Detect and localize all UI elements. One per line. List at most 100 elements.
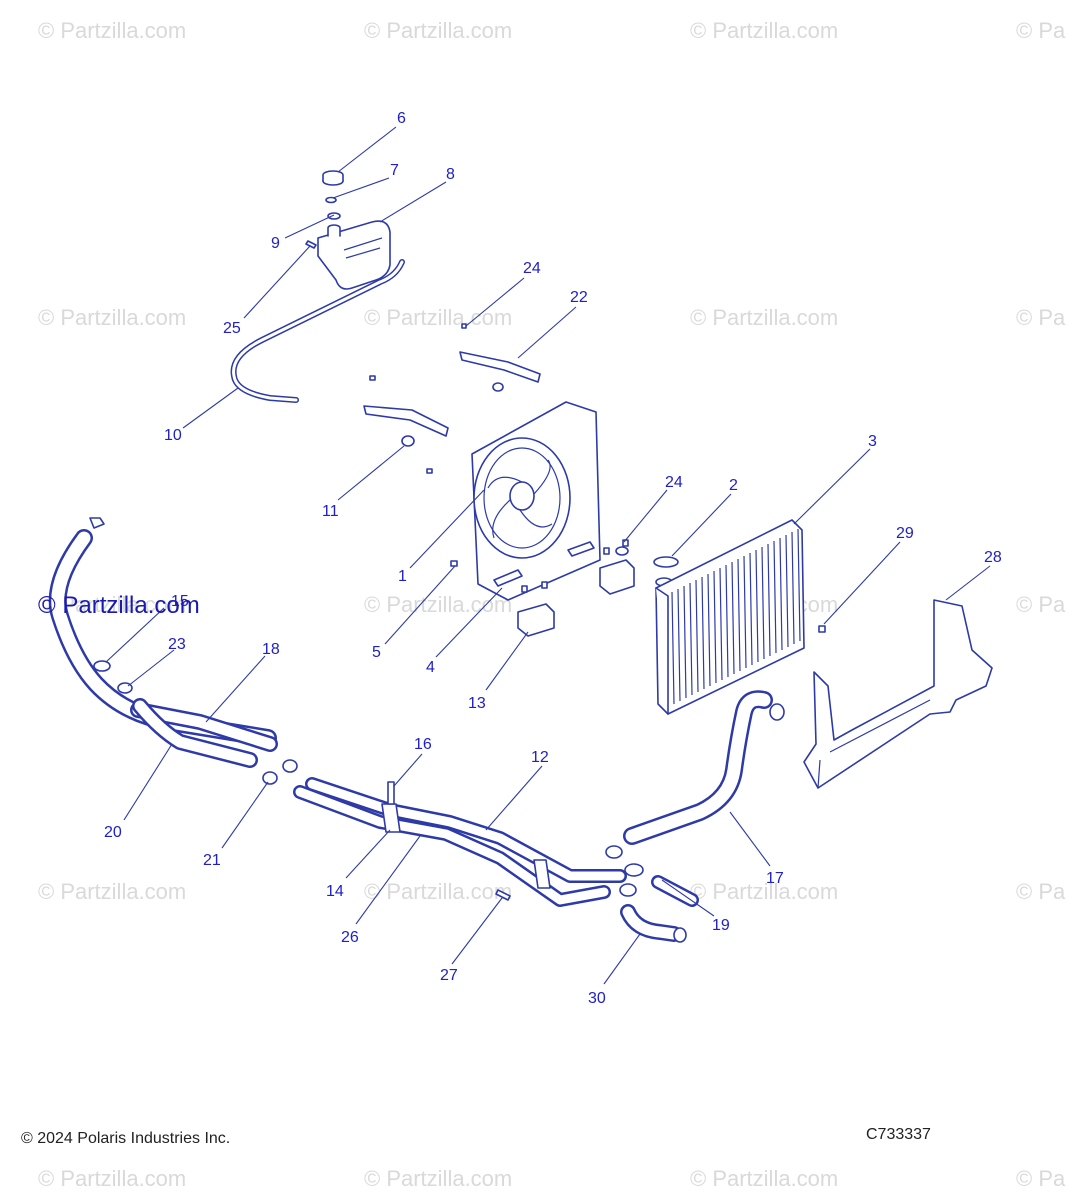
bolt-16-part[interactable]: [387, 781, 395, 805]
radiator-fin: [737, 558, 741, 672]
radiator-fin: [689, 582, 693, 696]
callout-22[interactable]: 22: [570, 289, 588, 306]
callout-17[interactable]: 17: [766, 870, 784, 887]
radiator-fin: [683, 585, 687, 699]
watermark-text: © Partzilla.com: [690, 305, 838, 330]
callout-19[interactable]: 19: [712, 917, 730, 934]
mount-bracket-24-part[interactable]: [599, 546, 635, 595]
radiator-fin: [749, 552, 753, 666]
fan-shroud-part[interactable]: [471, 401, 601, 601]
coolant-reservoir-part[interactable]: [317, 220, 391, 290]
diagram-code: C733337: [866, 1126, 931, 1143]
radiator-fin: [701, 576, 705, 690]
radiator-fin: [725, 564, 729, 678]
watermark-main: © Partzilla.com: [38, 592, 200, 619]
callout-21[interactable]: 21: [203, 852, 221, 869]
callout-8[interactable]: 8: [446, 166, 455, 183]
watermark-text: © Partzilla.com: [364, 18, 512, 43]
callout-27[interactable]: 27: [440, 967, 458, 984]
radiator-fin: [779, 537, 783, 651]
clamp-15-part[interactable]: [93, 660, 111, 672]
copyright-notice: © 2024 Polaris Industries Inc.: [21, 1130, 231, 1147]
callout-29[interactable]: 29: [896, 525, 914, 542]
radiator-panel-part[interactable]: [803, 599, 993, 789]
left-bracket-part[interactable]: [363, 375, 449, 474]
radiator-fin: [785, 534, 789, 648]
callout-3[interactable]: 3: [868, 433, 877, 450]
callout-23[interactable]: 23: [168, 636, 186, 653]
watermark-text: © Partzilla.com: [690, 879, 838, 904]
coolant-tube-26-part[interactable]: [293, 785, 611, 907]
callout-9[interactable]: 9: [271, 235, 280, 252]
callout-14[interactable]: 14: [326, 883, 344, 900]
hose-18-part[interactable]: [130, 702, 278, 752]
callout-10[interactable]: 10: [164, 427, 182, 444]
radiator-fin: [731, 561, 735, 675]
radiator-fin: [773, 540, 777, 654]
callout-16[interactable]: 16: [414, 736, 432, 753]
callout-25[interactable]: 25: [223, 320, 241, 337]
watermark-text: © Partzilla.com: [38, 18, 186, 43]
mount-bracket-13-part[interactable]: [517, 603, 555, 637]
radiator-part[interactable]: [655, 519, 805, 715]
radiator-fin: [671, 591, 675, 705]
watermark-text: © Partzilla.com: [1016, 879, 1066, 904]
callout-24[interactable]: 24: [523, 260, 541, 277]
callout-15[interactable]: 15: [171, 593, 189, 610]
o-ring-part[interactable]: [325, 196, 337, 204]
radiator-fin: [713, 570, 717, 684]
watermark-text: © Partzilla.com: [690, 18, 838, 43]
callout-6[interactable]: 6: [397, 110, 406, 127]
callout-26[interactable]: 26: [341, 929, 359, 946]
watermark-text: © Partzilla.com: [38, 879, 186, 904]
fastener-5-part[interactable]: [450, 560, 458, 567]
radiator-fin: [677, 588, 681, 702]
radiator-fin: [719, 567, 723, 681]
callout-24[interactable]: 24: [665, 474, 683, 491]
coolant-tube-12-part[interactable]: [305, 777, 627, 883]
hose-30-part[interactable]: [619, 863, 687, 943]
callout-2[interactable]: 2: [729, 477, 738, 494]
watermark-text: © Partzilla.com: [1016, 305, 1066, 330]
overflow-hose-part[interactable]: [230, 259, 405, 403]
radiator-fin: [755, 549, 759, 663]
callout-13[interactable]: 13: [468, 695, 486, 712]
bolt-27-part[interactable]: [495, 889, 511, 901]
radiator-fin: [797, 528, 801, 642]
bleeder-fitting-part[interactable]: [89, 517, 105, 529]
fastener-29-part[interactable]: [818, 625, 826, 633]
bolt-25-part[interactable]: [305, 240, 317, 249]
watermark-text: © Partzilla.com: [364, 305, 512, 330]
radiator-fin: [767, 543, 771, 657]
watermark-text: © Partzilla.com: [38, 1166, 186, 1191]
upper-bracket-part[interactable]: [459, 323, 541, 392]
watermark-text: © Partzilla.com: [1016, 18, 1066, 43]
radiator-fin: [695, 579, 699, 693]
callout-1[interactable]: 1: [398, 568, 407, 585]
radiator-fin: [791, 531, 795, 645]
watermark-text: © Partzilla.com: [364, 1166, 512, 1191]
callout-4[interactable]: 4: [426, 659, 435, 676]
coolant-cap-part[interactable]: [322, 170, 344, 186]
radiator-fin: [707, 573, 711, 687]
callout-11[interactable]: 11: [322, 503, 339, 520]
callout-12[interactable]: 12: [531, 749, 549, 766]
callout-20[interactable]: 20: [104, 824, 122, 841]
radiator-fin: [761, 546, 765, 660]
upper-radiator-hose-part[interactable]: [623, 690, 773, 845]
watermark-text: © Partzilla.com: [364, 879, 512, 904]
watermark-text: © Partzilla.com: [1016, 1166, 1066, 1191]
callout-30[interactable]: 30: [588, 990, 606, 1007]
washer-part[interactable]: [327, 212, 341, 220]
callout-28[interactable]: 28: [984, 549, 1002, 566]
hose-20-part[interactable]: [132, 698, 258, 768]
callout-7[interactable]: 7: [390, 162, 399, 179]
hose-clamp-17-part[interactable]: [605, 703, 785, 859]
callout-5[interactable]: 5: [372, 644, 381, 661]
watermark-text: © Partzilla.com: [38, 305, 186, 330]
callout-18[interactable]: 18: [262, 641, 280, 658]
clamp-21-part[interactable]: [262, 759, 298, 785]
radiator-fin: [743, 555, 747, 669]
